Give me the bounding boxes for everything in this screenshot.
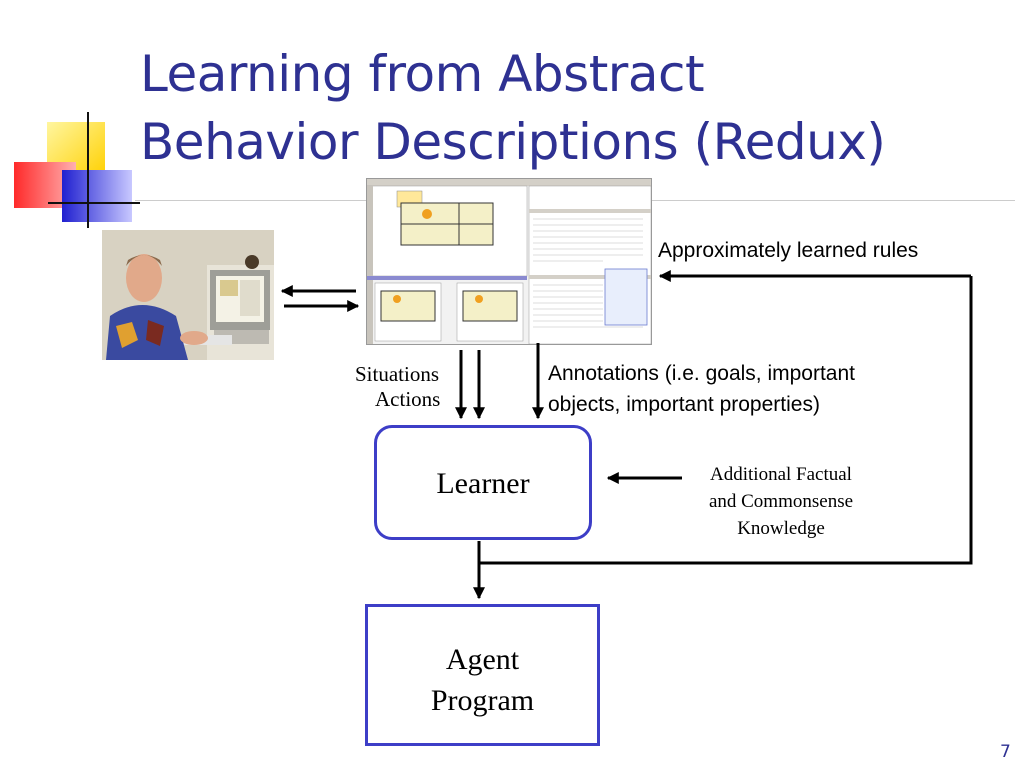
title-line-1: Learning from Abstract	[140, 45, 705, 103]
figurine	[245, 255, 259, 269]
knowledge-line-1: Additional Factual	[710, 464, 852, 485]
knowledge-label: Additional Factual and Commonsense Knowl…	[680, 461, 882, 542]
knowledge-line-2: and Commonsense	[708, 491, 854, 512]
learner-box: Learner	[374, 425, 592, 540]
slide-title: Learning from Abstract Behavior Descript…	[140, 40, 1020, 176]
actions-label: Actions	[375, 387, 441, 411]
annotations-label: Annotations (i.e. goals, important objec…	[548, 358, 855, 420]
rules-label: Approximately learned rules	[658, 239, 919, 262]
software-screenshot	[366, 178, 652, 345]
person-photo	[102, 230, 274, 360]
corner-decoration	[14, 112, 140, 228]
learner-label: Learner	[436, 467, 530, 500]
agent-line-1: Agent	[445, 643, 520, 676]
annotations-line-2: objects, important properties)	[548, 393, 820, 416]
agent-line-2: Program	[430, 684, 535, 717]
agent-program-box: Agent Program	[365, 604, 600, 746]
situations-label: Situations	[355, 362, 440, 386]
blue-square	[62, 170, 132, 222]
page-number: 7	[1000, 742, 1011, 762]
knowledge-line-3: Knowledge	[737, 518, 825, 539]
title-line-2: Behavior Descriptions (Redux)	[140, 113, 886, 171]
feedback-loop-line	[479, 276, 973, 565]
annotations-line-1: Annotations (i.e. goals, important	[548, 362, 856, 385]
